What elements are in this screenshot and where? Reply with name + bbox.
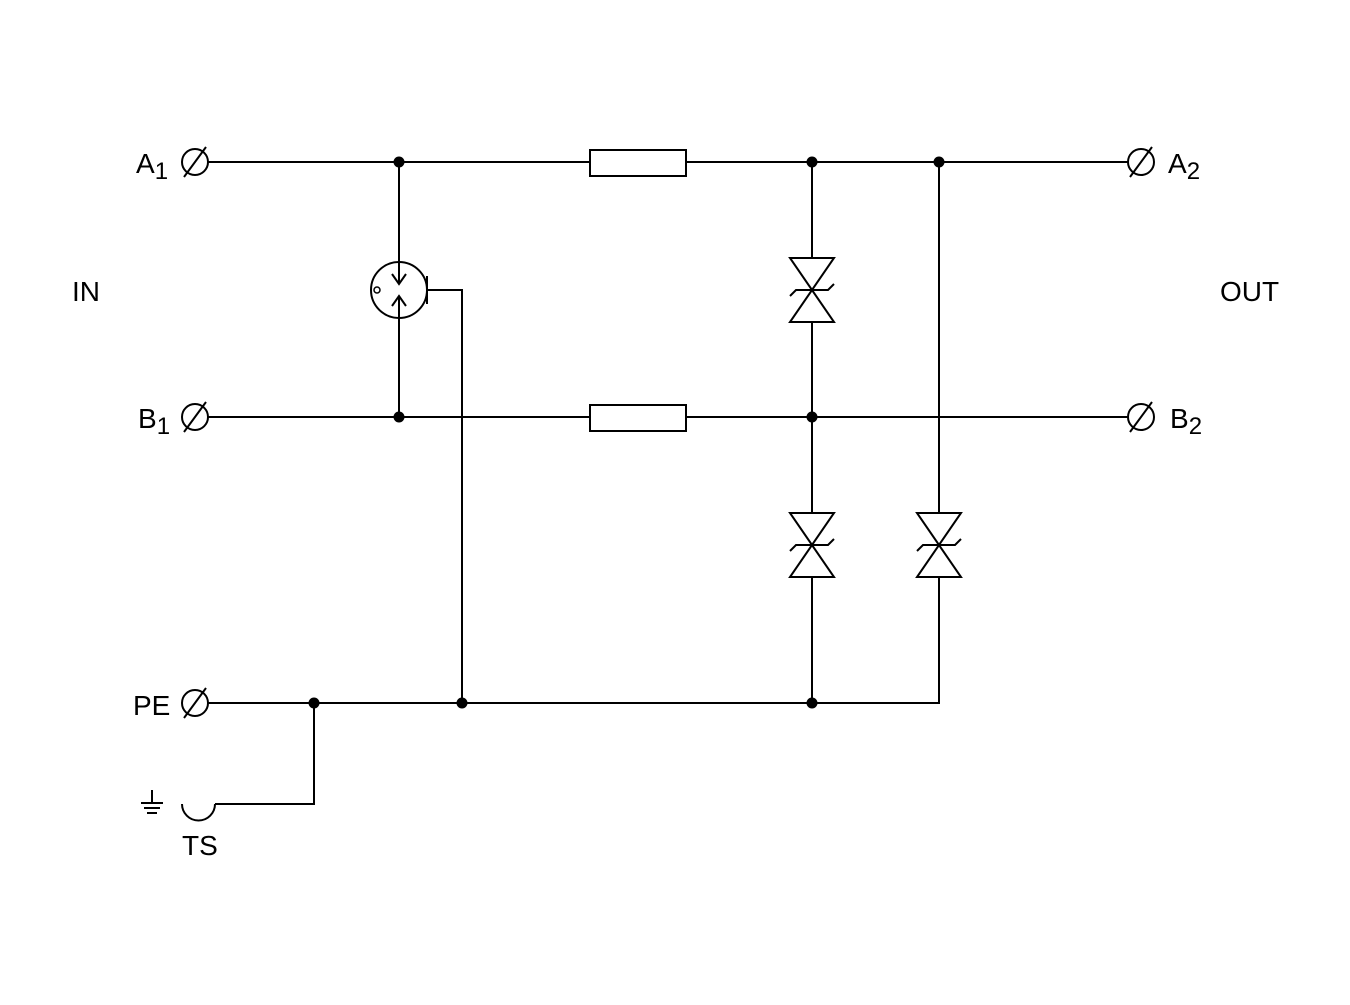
earth-ground-icon: [141, 790, 163, 814]
junction-dot: [456, 697, 468, 709]
junction-dot: [806, 697, 818, 709]
junction-dot: [806, 411, 818, 423]
resistor-icon: [589, 149, 687, 177]
label-b1: B1: [138, 403, 171, 440]
tvs-diode-icon: [788, 257, 836, 323]
terminal-icon: [1127, 146, 1155, 178]
label-out: OUT: [1220, 276, 1280, 307]
wire-pe-right: [812, 577, 940, 704]
wire-ts: [215, 703, 315, 805]
label-a2: A2: [1168, 148, 1201, 185]
terminal-icon: [1127, 401, 1155, 433]
wire-gdt-ground: [427, 289, 463, 703]
label-in: IN: [72, 276, 100, 307]
junction-dot: [806, 156, 818, 168]
gas-discharge-tube-icon: [370, 261, 428, 319]
label-a1: A1: [136, 148, 169, 185]
label-ts: TS: [182, 830, 218, 861]
label-b2: B2: [1170, 403, 1203, 440]
ts-rail-icon: [181, 803, 216, 822]
tvs-diode-icon: [915, 512, 963, 578]
terminal-icon: [181, 146, 209, 178]
terminal-icon: [181, 401, 209, 433]
tvs-diode-icon: [788, 512, 836, 578]
junction-dot: [933, 156, 945, 168]
junction-dot: [393, 156, 405, 168]
junction-dot: [393, 411, 405, 423]
resistor-icon: [589, 404, 687, 432]
terminal-icon: [181, 687, 209, 719]
junction-dot: [308, 697, 320, 709]
label-pe: PE: [133, 690, 171, 721]
